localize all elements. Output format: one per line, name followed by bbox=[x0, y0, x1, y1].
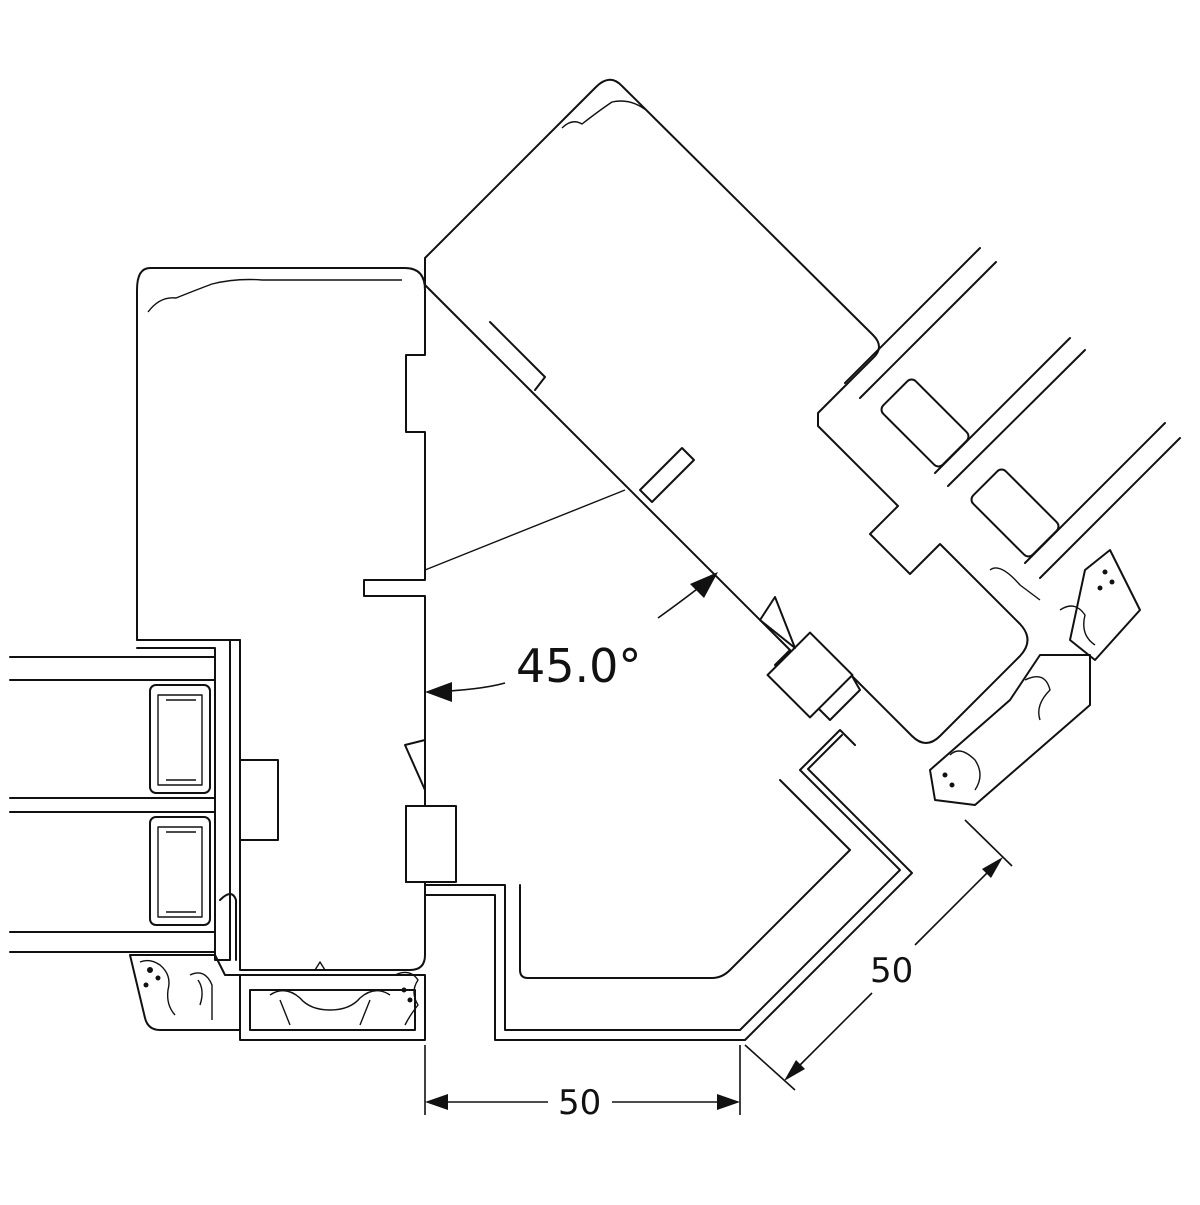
right-glazing-panes bbox=[844, 247, 1181, 601]
left-frame-profile bbox=[136, 267, 457, 971]
left-glazing-panes bbox=[9, 639, 237, 961]
angle-annotation: 45.0° bbox=[424, 489, 718, 702]
angle-label: 45.0° bbox=[516, 639, 641, 693]
left-bottom-seals bbox=[129, 954, 426, 1041]
corner-connector bbox=[424, 729, 913, 1041]
dimension-diagonal: 50 bbox=[744, 819, 1013, 1091]
dimension-bottom: 50 bbox=[424, 1045, 741, 1123]
right-seals bbox=[929, 549, 1141, 806]
rotated-frame-profile bbox=[424, 78, 1029, 744]
dimension-bottom-label: 50 bbox=[558, 1083, 601, 1123]
dimension-diagonal-label: 50 bbox=[870, 951, 913, 991]
